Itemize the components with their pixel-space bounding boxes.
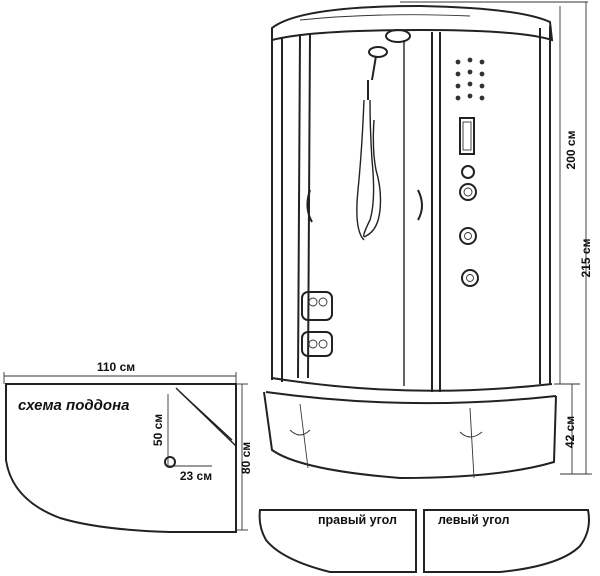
hand-shower bbox=[356, 46, 388, 241]
height-cabin-label: 200 см bbox=[564, 130, 578, 169]
seat bbox=[301, 291, 333, 357]
shower-cabin bbox=[263, 4, 557, 480]
tray-offset-label: 23 см bbox=[180, 469, 212, 483]
left-corner-label: левый угол bbox=[438, 513, 510, 527]
tray-scheme-title: схема поддона bbox=[18, 397, 130, 414]
control-panel bbox=[455, 57, 485, 287]
height-total-label: 215 см bbox=[579, 238, 593, 277]
tray-side-label: 50 см bbox=[151, 414, 165, 446]
right-corner-label: правый угол bbox=[318, 513, 397, 527]
height-tray-label: 42 см bbox=[563, 416, 577, 448]
tray-depth-label: 80 см bbox=[239, 442, 253, 474]
height-dimensions: 200 см 215 см 42 см bbox=[400, 1, 593, 475]
tray-scheme: 110 см схема поддона 50 см 23 см 80 см bbox=[3, 360, 253, 533]
corner-variants: правый угол левый угол bbox=[258, 509, 590, 573]
tray-width-label: 110 см bbox=[97, 360, 135, 374]
